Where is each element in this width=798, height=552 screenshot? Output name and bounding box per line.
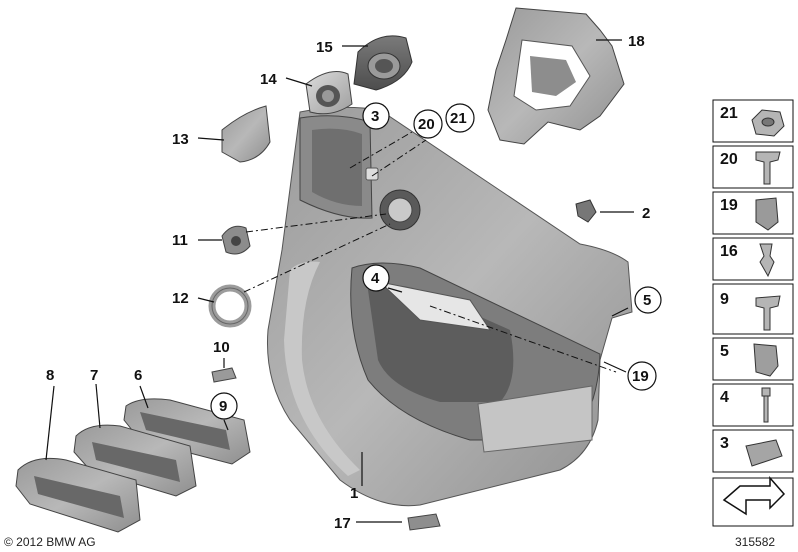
callout-7: 7: [90, 367, 98, 384]
legend-label-6: 4: [720, 389, 729, 406]
callout-circles: [210, 102, 662, 420]
legend-icons: [722, 109, 786, 516]
cap-part-10: [211, 367, 237, 383]
callout-20: 20: [418, 116, 435, 133]
copyright: © 2012 BMW AG: [4, 535, 96, 549]
switch-bezel-part-8: [15, 457, 141, 533]
spreader-clip-icon: [753, 343, 779, 377]
screw-icon: [763, 395, 769, 423]
speaker-cover-part-15: [353, 35, 413, 91]
triangle-cover-part-13: [221, 105, 271, 163]
dash-dot-lines: [243, 131, 617, 373]
legend-label-0: 21: [720, 105, 738, 122]
plastic-rivet-icon: [755, 295, 781, 331]
trim-ring-part-12: [208, 284, 252, 328]
callout-6: 6: [134, 367, 142, 384]
legend-label-5: 5: [720, 343, 729, 360]
push-pin-icon: [755, 151, 781, 185]
callout-4: 4: [371, 270, 380, 287]
clamp-icon: [745, 439, 783, 467]
clip-nut-icon: [755, 197, 779, 231]
callout-2: 2: [642, 205, 650, 222]
callout-10: 10: [213, 339, 230, 356]
callout-18: 18: [628, 33, 645, 50]
callout-9: 9: [219, 398, 227, 415]
callout-1: 1: [350, 485, 358, 502]
tweeter-part-14: [305, 71, 353, 115]
legend-label-1: 20: [720, 151, 738, 168]
callout-11: 11: [172, 232, 188, 249]
arrow-icon: [722, 476, 786, 516]
callout-21: 21: [450, 110, 467, 127]
expanding-rivet-icon: [759, 243, 775, 278]
legend-label-7: 3: [720, 435, 729, 452]
door-trim-panel: [267, 106, 633, 507]
legend-label-3: 16: [720, 243, 738, 260]
callout-5: 5: [643, 292, 651, 309]
callout-12: 12: [172, 290, 189, 307]
callout-15: 15: [316, 39, 333, 56]
clip-part-2: [575, 199, 597, 223]
callout-19: 19: [632, 368, 649, 385]
callout-17: 17: [334, 515, 351, 532]
cover-cap-part-11: [221, 225, 251, 255]
diagram-number: 315582: [735, 535, 775, 549]
callout-8: 8: [46, 367, 54, 384]
switch-bezel-part-7: [73, 424, 197, 497]
callout-13: 13: [172, 131, 189, 148]
plug-part-17: [407, 513, 441, 531]
leader-lines: [45, 39, 634, 523]
callout-3: 3: [371, 108, 379, 125]
bracket-part-18: [487, 7, 625, 145]
legend-label-4: 9: [720, 291, 729, 308]
callout-14: 14: [260, 71, 277, 88]
legend-label-2: 19: [720, 197, 738, 214]
